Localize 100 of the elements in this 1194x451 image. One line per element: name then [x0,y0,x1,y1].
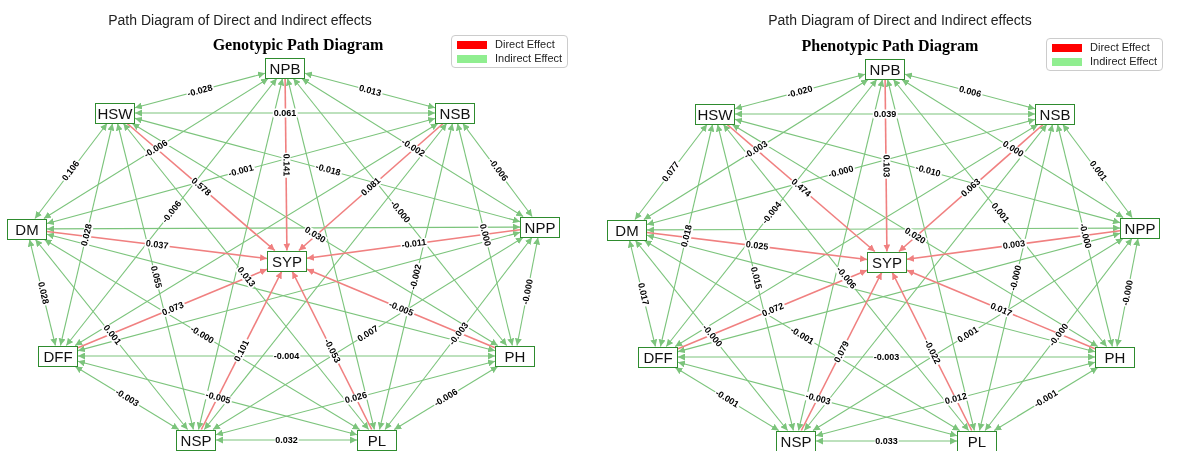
arrow [665,78,878,348]
arrow [677,353,1096,361]
variable-box: NSP [176,429,216,451]
edge-label: 0.032 [274,435,299,445]
arrow [1055,123,1115,348]
variable-box: NPP [1120,217,1160,239]
edge-label: 0.003 [1000,238,1027,252]
arrow [65,77,278,347]
edge-label: 0.017 [987,300,1015,319]
arrow [674,123,1039,348]
edge-label: -0.020 [785,83,815,100]
edge-label: 0.033 [874,436,899,446]
edge-label: 0.055 [148,263,163,290]
variable-box: DFF [638,346,678,368]
arrow [46,223,521,233]
arrow [77,352,496,360]
arrow [643,239,961,432]
variable-box: PL [357,429,397,451]
edge-label: -0.028 [185,82,215,99]
variable-box: NPP [520,216,560,238]
arrow [58,122,115,347]
edge-label: 0.018 [679,222,694,249]
edge-label: 0.028 [79,221,94,248]
edge-label: 0.028 [35,279,50,306]
arrow [646,224,1121,234]
edge-label: 0.101 [231,337,252,364]
variable-box: NSP [776,430,816,451]
arrow [196,77,285,431]
variable-box: NSB [1035,103,1075,125]
arrow [285,77,377,431]
variable-box: SYP [867,251,907,273]
edge-label: -0.000 [520,277,535,306]
variable-box: PH [495,345,535,367]
chart-title: Path Diagram of Direct and Indirect effects [108,10,372,30]
legend-text: Direct Effect [495,38,555,51]
arrow [812,237,1124,432]
variable-box: NPB [865,58,905,80]
edge-label: 0.039 [872,109,898,119]
arrow [134,116,521,224]
arrow [885,78,977,432]
arrow [815,437,958,445]
arrow [455,122,515,347]
arrow [901,78,1124,219]
arrow [215,436,358,444]
edge-label: -0.003 [803,391,832,407]
edge-label: -0.003 [872,352,901,362]
arrow [74,122,439,347]
variable-box: HSW [695,103,735,125]
edge-label: 0.103 [881,153,891,178]
arrow [658,123,715,348]
variable-box: DM [7,218,47,240]
edge-label: -0.001 [226,163,256,179]
panel-subtitle: Genotypic Path Diagram [212,35,384,56]
arrow [384,236,533,431]
edge-label: -0.005 [203,390,232,406]
arrow [292,77,508,347]
edge-label: -0.000 [826,164,856,180]
edge-label: 0.015 [748,264,763,291]
edge-label: 0.001 [955,324,981,345]
edge-label: 0.079 [831,338,852,365]
arrow [892,78,1108,348]
arrow [43,238,361,431]
panel-subtitle: Phenotypic Path Diagram [801,36,979,57]
arrow [134,109,436,117]
edge-label: -0.000 [1077,221,1093,250]
edge-label: 0.073 [159,299,186,318]
edge-label: -0.018 [313,162,342,178]
variable-box: PL [957,430,997,451]
arrow [734,110,1036,118]
arrow [815,360,1096,438]
variable-box: DM [607,219,647,241]
edge-label: -0.011 [399,237,428,251]
edge-label: 0.026 [342,390,369,406]
variable-box: HSW [95,102,135,124]
variable-box: DFF [38,345,78,367]
arrow [646,117,1036,227]
arrow [131,122,499,347]
arrow [301,77,524,218]
arrow [803,123,1048,432]
variable-box: PH [1095,346,1135,368]
arrow [643,78,869,221]
variable-box: NPB [265,57,305,79]
edge-label: 0.006 [957,84,983,99]
arrow [677,360,958,438]
arrow [722,123,970,432]
arrow [212,236,524,431]
arrow [77,359,358,437]
arrow [731,123,1099,348]
edge-label: 0.141 [281,152,291,177]
edge-label: 0.013 [357,83,383,98]
arrow [34,238,189,431]
arrow [46,116,436,226]
edge-label: 0.072 [759,300,786,319]
edge-label: 0.012 [942,391,969,407]
arrow [984,237,1133,432]
edge-label: -0.002 [408,262,424,291]
legend-text: Indirect Effect [1090,55,1158,68]
variable-box: NSB [435,102,475,124]
edge-label: 0.017 [635,280,650,307]
arrow [215,359,496,437]
